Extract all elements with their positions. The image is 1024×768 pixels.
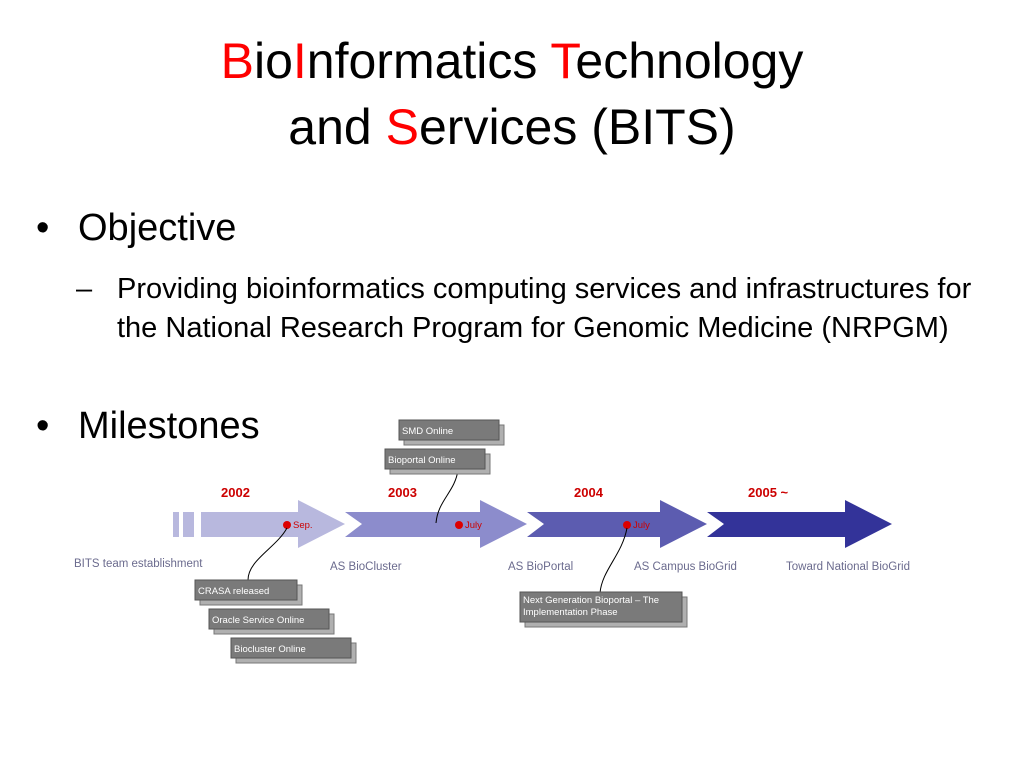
title-line-1: BioInformatics Technology xyxy=(0,28,1024,94)
event-box-oracle: Oracle Service Online xyxy=(208,608,335,635)
year-label: 2002 xyxy=(221,485,250,500)
timeline-arrow-2005 xyxy=(707,500,892,548)
connector-line xyxy=(247,527,288,581)
connector-line xyxy=(599,527,628,594)
event-label: CRASA released xyxy=(198,586,269,597)
event-box-face xyxy=(519,591,683,623)
event-label: Next Generation Bioportal – The xyxy=(523,595,659,606)
bullet-milestones: • Milestones xyxy=(36,404,260,448)
title-text-ervices: ervices (BITS) xyxy=(418,99,736,155)
objective-detail-text: Providing bioinformatics computing servi… xyxy=(117,273,972,344)
year-label: 2003 xyxy=(388,485,417,500)
timeline-arrow-2002 xyxy=(201,500,345,548)
event-box-bioportal: Bioportal Online xyxy=(384,448,491,475)
event-box-biocluster: Biocluster Online xyxy=(230,637,357,664)
event-label: Biocluster Online xyxy=(234,644,306,655)
title-line-2: and Services (BITS) xyxy=(0,94,1024,160)
phase-label: AS BioPortal xyxy=(508,561,573,573)
timeline-arrow-2004 xyxy=(527,500,707,548)
month-label: July xyxy=(465,520,482,531)
year-label: 2005 ~ xyxy=(748,485,789,500)
phase-label: Toward National BioGrid xyxy=(786,561,910,573)
bullet-dot: • xyxy=(36,405,50,447)
title-text-io: io xyxy=(253,33,293,89)
timeline-start-bar xyxy=(183,512,194,537)
phase-label: AS BioCluster xyxy=(330,561,402,573)
bullet-objective: • Objective xyxy=(36,206,236,250)
timeline-start-bar xyxy=(173,512,179,537)
event-label: SMD Online xyxy=(402,426,453,437)
month-label: Sep. xyxy=(293,520,313,531)
slide-title: BioInformatics Technology and Services (… xyxy=(0,28,1024,160)
title-letter-i: I xyxy=(292,33,307,89)
bullet-dot: • xyxy=(36,207,50,249)
phase-label: AS Campus BioGrid xyxy=(634,561,737,573)
month-marker xyxy=(623,521,631,529)
year-label: 2004 xyxy=(574,485,604,500)
event-box-smd: SMD Online xyxy=(398,419,505,446)
bullet-objective-label: Objective xyxy=(78,207,237,249)
connector-line xyxy=(435,469,459,524)
title-letter-s: S xyxy=(385,99,419,155)
event-box-face xyxy=(398,419,500,441)
event-box-face xyxy=(384,448,486,470)
timeline-arrow-2003 xyxy=(345,500,527,548)
event-box-face xyxy=(208,608,330,630)
dash-marker: – xyxy=(76,273,93,305)
month-marker xyxy=(283,521,291,529)
event-box-crasa: CRASA released xyxy=(194,579,303,606)
event-box-next-gen: Next Generation Bioportal – The Implemen… xyxy=(519,591,688,628)
event-label: Implementation Phase xyxy=(523,607,618,618)
bullet-milestones-label: Milestones xyxy=(78,405,260,447)
title-letter-b: B xyxy=(220,33,254,89)
event-label: Oracle Service Online xyxy=(212,615,304,626)
title-text-echnology: echnology xyxy=(575,33,804,89)
event-box-face xyxy=(230,637,352,659)
title-text-and: and xyxy=(288,99,386,155)
phase-label: BITS team establishment xyxy=(74,558,203,570)
title-text-nformatics: nformatics xyxy=(306,33,551,89)
objective-detail: – Providing bioinformatics computing ser… xyxy=(76,270,976,348)
month-label: July xyxy=(633,520,650,531)
event-box-face xyxy=(194,579,298,601)
event-label: Bioportal Online xyxy=(388,455,456,466)
month-marker xyxy=(455,521,463,529)
title-letter-t: T xyxy=(550,33,576,89)
